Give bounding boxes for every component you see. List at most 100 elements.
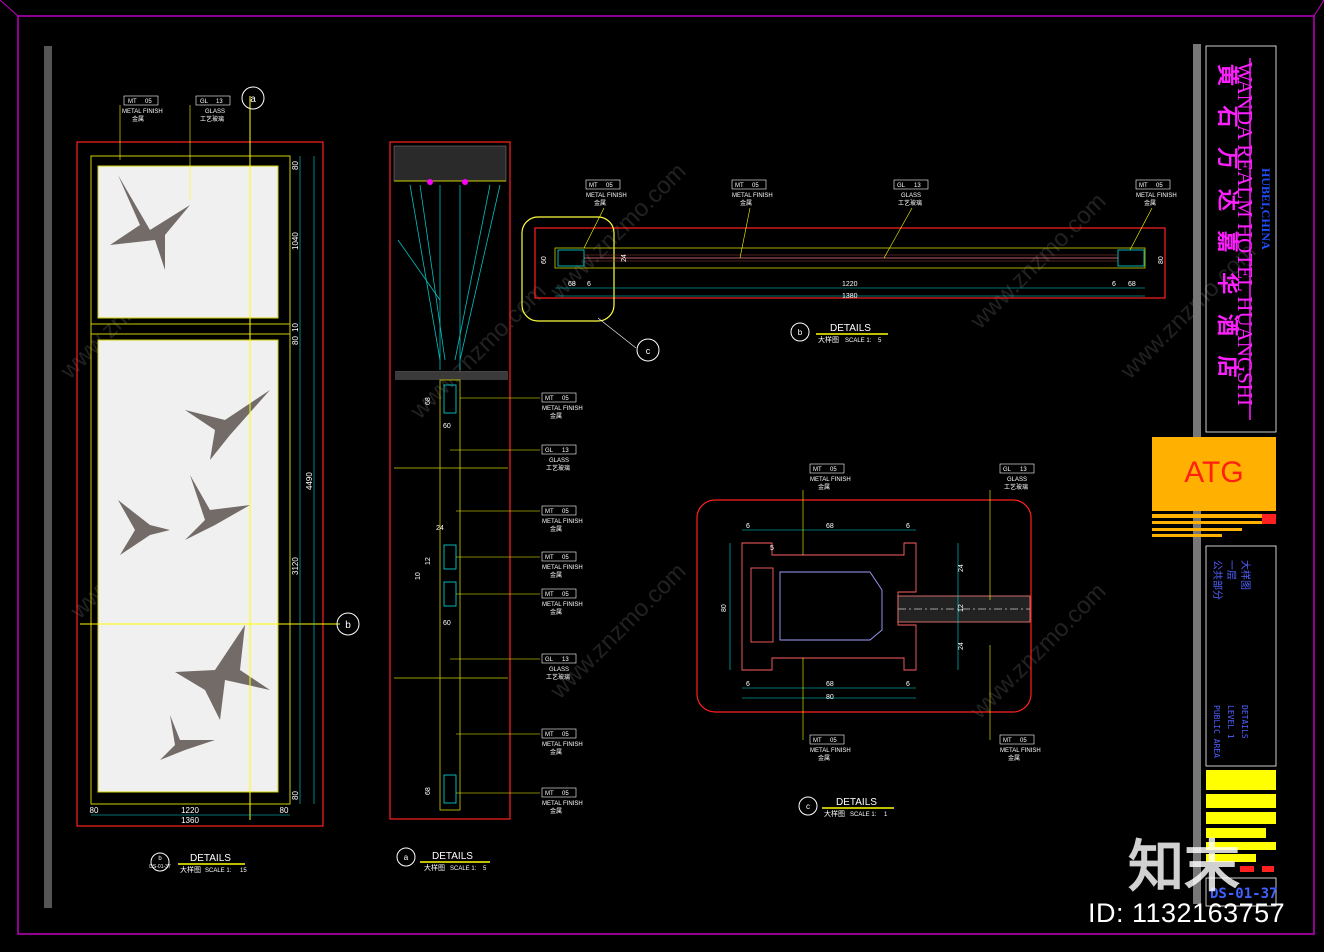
elev-dim-h3: 80 <box>280 806 289 815</box>
plan-dim-a: 68 <box>568 281 576 288</box>
elev-caption-scale-val: 15 <box>240 868 247 874</box>
image-id-label: ID: 1132163757 <box>1088 898 1286 928</box>
hotel-country: HUBEI,CHINA <box>1259 168 1273 250</box>
elev-dim-v4: 80 <box>291 336 300 345</box>
elev-dim-v3: 10 <box>291 323 300 332</box>
ld-right-c: 24 <box>958 642 965 650</box>
ld-tag1-num: 05 <box>830 467 837 473</box>
ld-tag4-code: MT <box>1003 738 1012 744</box>
plan-tag4-num: 05 <box>1156 183 1163 189</box>
elev-dim-v5: 4490 <box>305 472 314 490</box>
plan-dim-e: 68 <box>1128 281 1136 288</box>
plan-dims: 60 68 6 1220 6 68 1380 24 80 <box>541 254 1165 300</box>
ld-caption-title: DETAILS <box>836 797 877 808</box>
plan-callout-mark: c <box>646 346 651 356</box>
elev-caption-scale: SCALE 1: <box>205 868 232 874</box>
ld-bot-total: 80 <box>826 694 834 701</box>
hotel-name-cn: 黄 石 万 达 嘉 华 酒 店 <box>1214 64 1240 384</box>
sec-tag8-num: 05 <box>562 791 569 797</box>
sec-tag6-cn: 工艺玻璃 <box>546 673 570 681</box>
sec-dim-d: 12 <box>425 557 432 565</box>
sec-tag4-desc: METAL FINISH <box>542 565 583 571</box>
elev-caption-ref: DS-01-37 <box>149 864 171 870</box>
ld-tag2-num: 13 <box>1020 467 1027 473</box>
elev-dim-v6: 3120 <box>291 557 300 575</box>
elev-tag2-desc: GLASS <box>205 109 225 115</box>
ld-tag3-desc: METAL FINISH <box>810 748 851 754</box>
sec-tag2-cn: 工艺玻璃 <box>546 464 570 472</box>
hotel-name-en: WANDA REALM HOTEL HUANGSHI <box>1233 62 1257 406</box>
plan-caption-scale-val: 5 <box>878 338 882 344</box>
sec-tag8-desc: METAL FINISH <box>542 801 583 807</box>
plan-tag2-code: MT <box>735 183 744 189</box>
tb-en-line1: PUBLIC AREA <box>1212 705 1221 758</box>
ld-tag1-code: MT <box>813 467 822 473</box>
plan-dim-c: 1220 <box>842 281 858 288</box>
sec-dim-e: 10 <box>415 572 422 580</box>
elev-tag1-code: MT <box>128 99 137 105</box>
plan-tag2-num: 05 <box>752 183 759 189</box>
elev-caption: b DS-01-37 DETAILS 大样图 SCALE 1: 15 <box>149 852 247 874</box>
ld-tag2-code: GL <box>1003 467 1012 473</box>
brand-watermark: 知末 <box>1128 835 1240 900</box>
sec-tag4-code: MT <box>545 555 554 561</box>
ld-caption-sub: 大样图 <box>824 809 845 818</box>
sec-tag7-desc: METAL FINISH <box>542 742 583 748</box>
elev-dims-vertical: 80 1040 10 80 4490 3120 80 <box>291 156 315 804</box>
sec-dim-a: 68 <box>425 397 432 405</box>
plan-tag4-code: MT <box>1139 183 1148 189</box>
ld-left-a: 5 <box>770 545 774 552</box>
sheet-border <box>17 15 1315 935</box>
plan-tag1-code: MT <box>589 183 598 189</box>
elev-caption-sub: 大样图 <box>180 865 201 874</box>
plan-tag1-cn: 金属 <box>594 199 606 207</box>
elevation-view: a b 80 1040 10 80 4490 3120 80 80 1220 8… <box>76 86 360 874</box>
elev-tag1-desc: METAL FINISH <box>122 109 163 115</box>
sec-tag1-code: MT <box>545 396 554 402</box>
sec-tag3-code: MT <box>545 509 554 515</box>
ld-tag3-code: MT <box>813 738 822 744</box>
sec-caption-mark: a <box>404 853 409 862</box>
ld-right-a: 24 <box>958 564 965 572</box>
elev-tag2-cn: 工艺玻璃 <box>200 115 224 123</box>
elev-tags: MT 05 METAL FINISH 金属 GL 13 GLASS 工艺玻璃 <box>119 95 231 200</box>
elev-dims-horizontal: 80 1220 80 1360 <box>90 806 290 825</box>
sec-tag5-cn: 金属 <box>550 608 562 616</box>
sec-tag5-code: MT <box>545 592 554 598</box>
plan-tag4-cn: 金属 <box>1144 199 1156 207</box>
watermark-text-8: www.znzmo.com <box>964 188 1111 335</box>
elev-dim-h2: 1220 <box>181 806 199 815</box>
drawing-number: DS-01-37 <box>1210 886 1277 902</box>
ld-tag4-cn: 金属 <box>1008 754 1020 762</box>
plan-dim-d: 6 <box>1112 281 1116 288</box>
ld-bot-c: 6 <box>906 681 910 688</box>
sec-dim-g: 68 <box>425 787 432 795</box>
sec-tag1-cn: 金属 <box>550 412 562 420</box>
plan-caption-sub: 大样图 <box>818 335 839 344</box>
elev-dim-h1: 80 <box>90 806 99 815</box>
plan-tag2-desc: METAL FINISH <box>732 193 773 199</box>
tb-cn-line1: 公共部分 <box>1211 560 1224 600</box>
elev-tag2-num: 13 <box>216 99 223 105</box>
sec-tag6-desc: GLASS <box>549 667 569 673</box>
ld-caption-scale-val: 1 <box>884 812 888 818</box>
plan-tag1-num: 05 <box>606 183 613 189</box>
sec-tag4-cn: 金属 <box>550 571 562 579</box>
tb-cn-line2: 一层 <box>1225 560 1237 580</box>
tb-en-line2: LEVEL 1 <box>1226 705 1235 739</box>
plan-tag3-num: 13 <box>914 183 921 189</box>
sec-caption-sub: 大样图 <box>424 863 445 872</box>
atg-logo: ATG <box>1184 456 1243 489</box>
plan-dim-g: 24 <box>621 254 628 262</box>
butterfly-art <box>110 175 270 760</box>
elev-dim-total: 1360 <box>181 816 199 825</box>
plan-caption-title: DETAILS <box>830 323 871 334</box>
ld-tag2-cn: 工艺玻璃 <box>1004 483 1028 491</box>
sec-dim-f: 60 <box>443 620 451 627</box>
sec-tag6-num: 13 <box>562 657 569 663</box>
ld-top-a: 6 <box>746 523 750 530</box>
